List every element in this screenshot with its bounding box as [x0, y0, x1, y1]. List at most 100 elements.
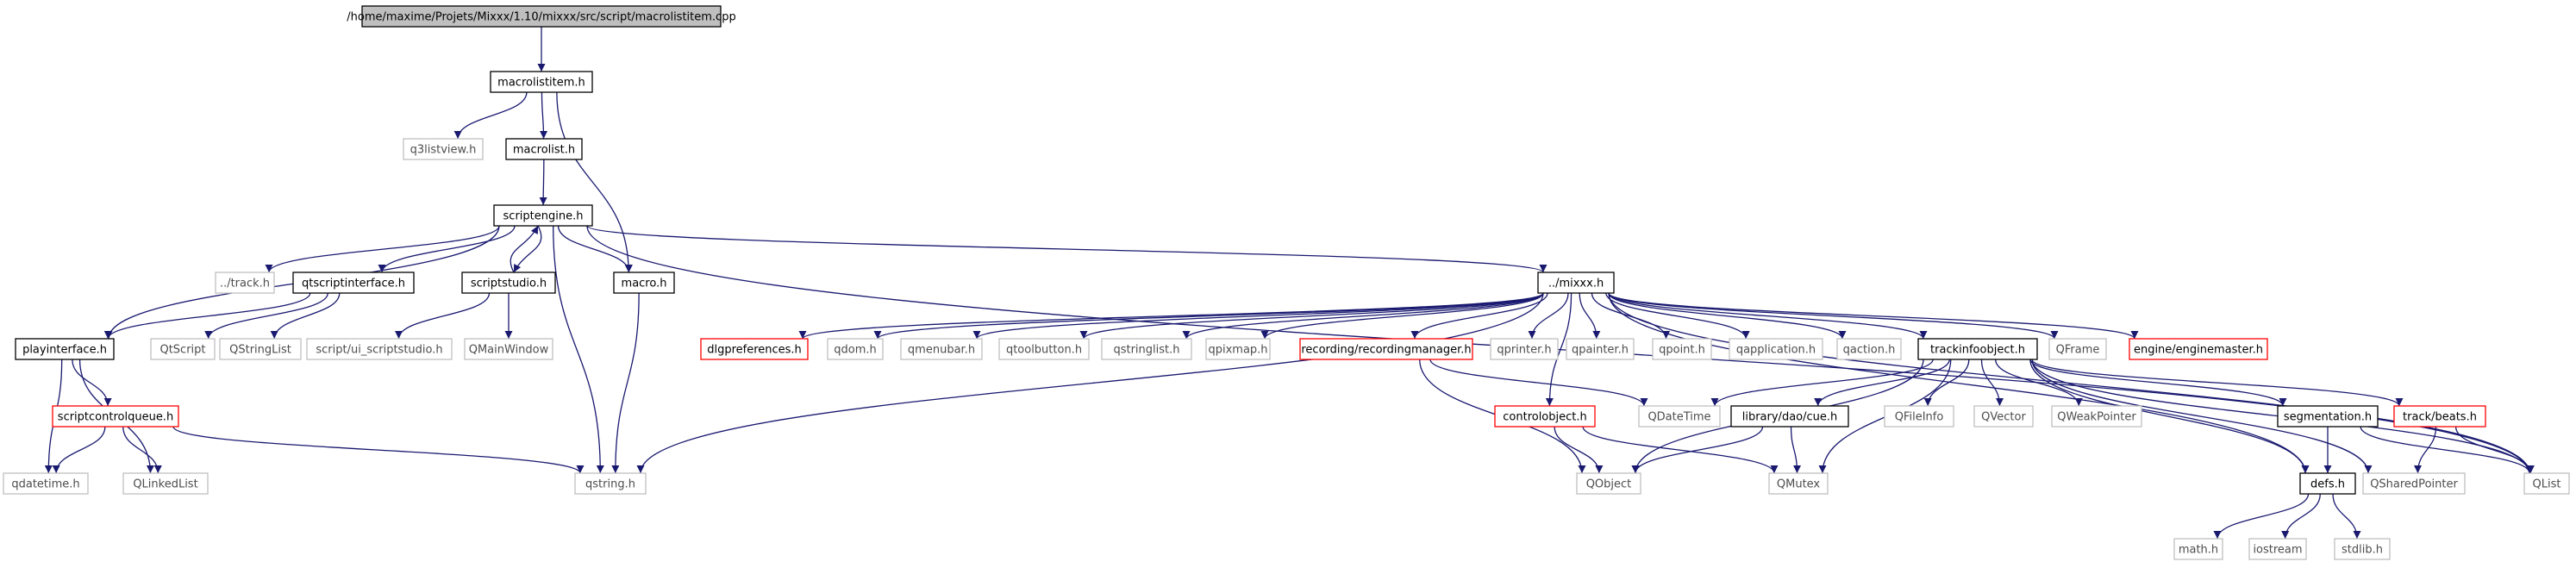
- node-box-qpainter: [1566, 338, 1635, 360]
- node-mixxx[interactable]: ../mixxx.h: [1537, 272, 1615, 294]
- node-controlobject[interactable]: controlobject.h: [1494, 405, 1596, 428]
- edge-macrolist-to-scriptengine: [539, 159, 547, 206]
- node-label-qpixmap: qpixmap.h: [1208, 344, 1267, 357]
- node-label-qstringlisth: qstringlist.h: [1113, 344, 1179, 357]
- edge-mixxx-to-qprinter: [1528, 292, 1569, 340]
- node-box-qframe: [2048, 338, 2107, 360]
- edge-macrolistitem-to-macrolist: [540, 91, 548, 140]
- node-box-qtoolbutton: [998, 338, 1090, 360]
- node-qpixmap: qpixmap.h: [1205, 338, 1271, 360]
- node-box-track: [215, 272, 275, 294]
- node-macro[interactable]: macro.h: [613, 272, 675, 294]
- node-enginemaster[interactable]: engine/enginemaster.h: [2129, 338, 2268, 360]
- node-qlinkedlist: QLinkedList: [122, 472, 209, 495]
- node-qstringlisth: qstringlist.h: [1101, 338, 1192, 360]
- node-qpoint: qpoint.h: [1652, 338, 1712, 360]
- edge-trackinfoobject-to-qvector: [1980, 359, 2004, 407]
- node-macrolist[interactable]: macrolist.h: [505, 138, 583, 160]
- node-qtoolbutton: qtoolbutton.h: [998, 338, 1090, 360]
- node-playinterface[interactable]: playinterface.h: [15, 338, 115, 360]
- node-beats[interactable]: track/beats.h: [2393, 405, 2486, 428]
- node-label-scriptcontrolqueue: scriptcontrolqueue.h: [58, 411, 173, 424]
- node-box-qapplication: [1729, 338, 1823, 360]
- node-qweakpointer: QWeakPointer: [2051, 405, 2142, 428]
- edge-trackinfoobject-to-qdatetimec: [1710, 359, 1934, 407]
- node-label-controlobject: controlobject.h: [1503, 411, 1587, 424]
- node-qapplication: qapplication.h: [1729, 338, 1823, 360]
- node-box-qstringh: [574, 472, 647, 495]
- node-label-defs: defs.h: [2310, 478, 2345, 491]
- node-iostream: iostream: [2248, 538, 2307, 560]
- node-scriptengine[interactable]: scriptengine.h: [493, 204, 593, 227]
- node-label-qdom: qdom.h: [834, 344, 877, 357]
- edge-mixxx-to-trackinfoobject: [1608, 292, 1928, 340]
- node-root[interactable]: /home/maxime/Projets/Mixxx/1.10/mixxx/sr…: [347, 5, 736, 28]
- node-scriptcontrolqueue[interactable]: scriptcontrolqueue.h: [52, 405, 179, 428]
- node-trackinfoobject[interactable]: trackinfoobject.h: [1917, 338, 2038, 360]
- node-label-iostream: iostream: [2253, 544, 2302, 557]
- node-label-mixxx: ../mixxx.h: [1548, 278, 1604, 290]
- node-label-qmainwindow: QMainWindow: [469, 344, 549, 357]
- node-segmentation[interactable]: segmentation.h: [2277, 405, 2379, 428]
- node-box-playinterface: [15, 338, 115, 360]
- node-box-beats: [2393, 405, 2486, 428]
- node-recordingmanager[interactable]: recording/recordingmanager.h: [1299, 338, 1473, 360]
- node-qlist: QList: [2523, 472, 2570, 495]
- node-box-qobject: [1576, 472, 1641, 495]
- node-box-recordingmanager: [1299, 338, 1473, 360]
- node-label-recordingmanager: recording/recordingmanager.h: [1301, 344, 1471, 357]
- edge-mixxx-to-qtoolbutton: [1079, 292, 1544, 340]
- node-defs[interactable]: defs.h: [2299, 472, 2356, 495]
- node-label-qsharedpointer: QSharedPointer: [2370, 478, 2458, 491]
- node-label-qlist: QList: [2533, 478, 2561, 491]
- node-box-qlinkedlist: [122, 472, 209, 495]
- node-label-uiscriptstudio: script/ui_scriptstudio.h: [316, 344, 442, 357]
- node-macrolistitem[interactable]: macrolistitem.h: [490, 71, 593, 93]
- edge-mixxx-to-qmenubar: [972, 292, 1544, 340]
- node-qtscriptinterface[interactable]: qtscriptinterface.h: [292, 272, 415, 294]
- node-box-qpixmap: [1205, 338, 1271, 360]
- node-label-beats: track/beats.h: [2403, 411, 2477, 424]
- edge-trackinfoobject-to-qfileinfo: [1923, 359, 1970, 407]
- node-dlgpreferences[interactable]: dlgpreferences.h: [700, 338, 809, 360]
- node-label-stdlib: stdlib.h: [2342, 544, 2383, 557]
- edge-mixxx-to-qapplication: [1605, 292, 1750, 340]
- node-label-playinterface: playinterface.h: [22, 344, 107, 357]
- node-box-q3listview: [403, 138, 484, 160]
- node-box-macrolist: [505, 138, 583, 160]
- edge-trackinfoobject-to-cue: [1814, 359, 1950, 407]
- node-label-q3listview: q3listview.h: [410, 144, 477, 157]
- node-box-qsharedpointer: [2362, 472, 2466, 495]
- node-qtscript: QtScript: [150, 338, 216, 360]
- node-label-qframe: QFrame: [2056, 344, 2100, 357]
- node-label-qprinter: qprinter.h: [1497, 344, 1551, 357]
- node-qstringlistc: QStringList: [219, 338, 302, 360]
- node-box-mixxx: [1537, 272, 1615, 294]
- edge-playinterface-to-scriptcontrolqueue: [72, 359, 112, 407]
- node-box-math: [2173, 538, 2223, 560]
- node-math: math.h: [2173, 538, 2223, 560]
- node-label-scriptstudio: scriptstudio.h: [471, 278, 547, 290]
- edge-scriptcontrolqueue-to-qstringh: [172, 426, 585, 474]
- node-label-macrolist: macrolist.h: [513, 144, 575, 157]
- node-cue[interactable]: library/dao/cue.h: [1730, 405, 1849, 428]
- node-scriptstudio[interactable]: scriptstudio.h: [461, 272, 556, 294]
- node-label-qtscript: QtScript: [159, 344, 205, 357]
- node-box-defs: [2299, 472, 2356, 495]
- node-box-qvector: [1973, 405, 2034, 428]
- node-box-qdom: [827, 338, 884, 360]
- edge-mixxx-to-controlobject: [1545, 292, 1572, 407]
- node-label-qstringh: qstring.h: [585, 478, 635, 491]
- edge-segmentation-to-qlist: [2360, 426, 2534, 474]
- node-qmenubar: qmenubar.h: [900, 338, 983, 360]
- node-box-qprinter: [1490, 338, 1559, 360]
- edge-mixxx-to-qdom: [873, 292, 1544, 340]
- node-box-dlgpreferences: [700, 338, 809, 360]
- edge-cue-to-qobject: [1631, 426, 1764, 474]
- node-box-trackinfoobject: [1917, 338, 2038, 360]
- edge-scriptcontrolqueue-to-qlinkedlist: [122, 426, 162, 474]
- node-label-qtoolbutton: qtoolbutton.h: [1006, 344, 1082, 357]
- edge-controlobject-to-qobject: [1554, 426, 1604, 474]
- node-qframe: QFrame: [2048, 338, 2107, 360]
